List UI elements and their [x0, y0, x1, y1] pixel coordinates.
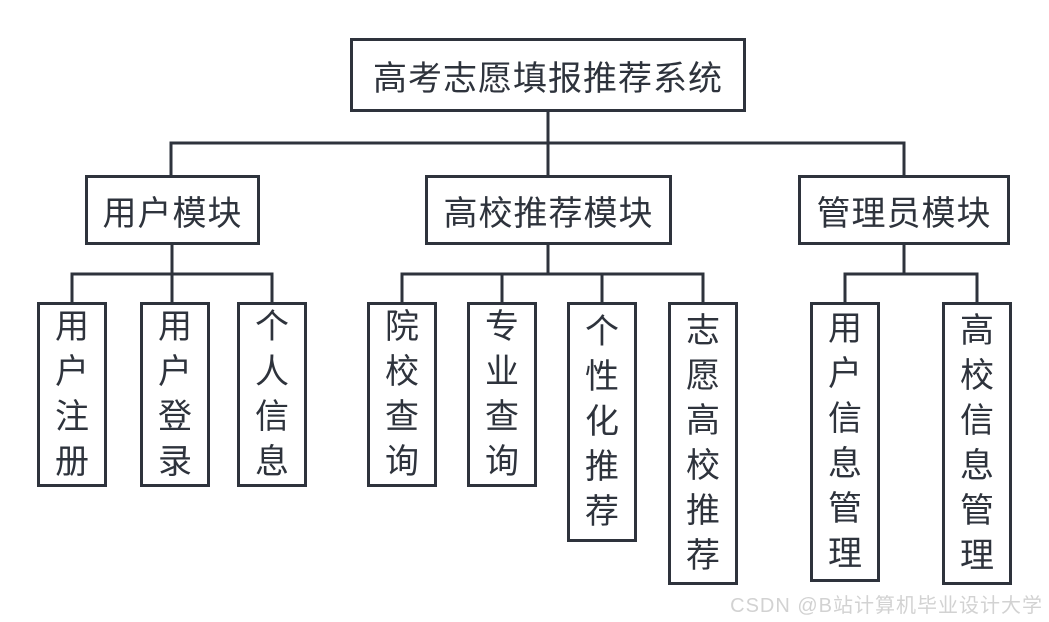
node-module-admin: 管理员模块 — [798, 175, 1010, 245]
node-module-user-label: 用户模块 — [102, 194, 243, 233]
leaf-personal-info: 个人信息 — [237, 302, 307, 487]
leaf-volunteer-college-recommend-label: 志愿高校推荐 — [686, 311, 720, 575]
node-module-admin-label: 管理员模块 — [816, 194, 992, 233]
leaf-personalized-recommend: 个性化推荐 — [567, 302, 637, 542]
node-module-user: 用户模块 — [85, 175, 260, 245]
leaf-user-login-label: 用户登录 — [158, 307, 192, 481]
leaf-user-info-manage: 用户信息管理 — [810, 302, 880, 582]
watermark-text: CSDN @B站计算机毕业设计大学 — [730, 595, 1043, 617]
leaf-college-query-label: 院校查询 — [385, 307, 419, 481]
leaf-volunteer-college-recommend: 志愿高校推荐 — [668, 302, 738, 585]
leaf-user-register-label: 用户注册 — [55, 307, 89, 481]
leaf-college-info-manage: 高校信息管理 — [942, 302, 1012, 585]
node-root-label: 高考志愿填报推荐系统 — [373, 59, 723, 98]
leaf-personal-info-label: 个人信息 — [255, 307, 289, 481]
node-module-recommend-label: 高校推荐模块 — [443, 194, 654, 233]
leaf-major-query: 专业查询 — [467, 302, 537, 487]
leaf-personalized-recommend-label: 个性化推荐 — [585, 312, 619, 531]
leaf-user-login: 用户登录 — [140, 302, 210, 487]
node-module-recommend: 高校推荐模块 — [425, 175, 672, 245]
leaf-user-register: 用户注册 — [37, 302, 107, 487]
leaf-user-info-manage-label: 用户信息管理 — [828, 310, 862, 573]
leaf-college-info-manage-label: 高校信息管理 — [960, 311, 994, 575]
leaf-major-query-label: 专业查询 — [485, 307, 519, 481]
node-root: 高考志愿填报推荐系统 — [350, 38, 746, 112]
leaf-college-query: 院校查询 — [367, 302, 437, 487]
